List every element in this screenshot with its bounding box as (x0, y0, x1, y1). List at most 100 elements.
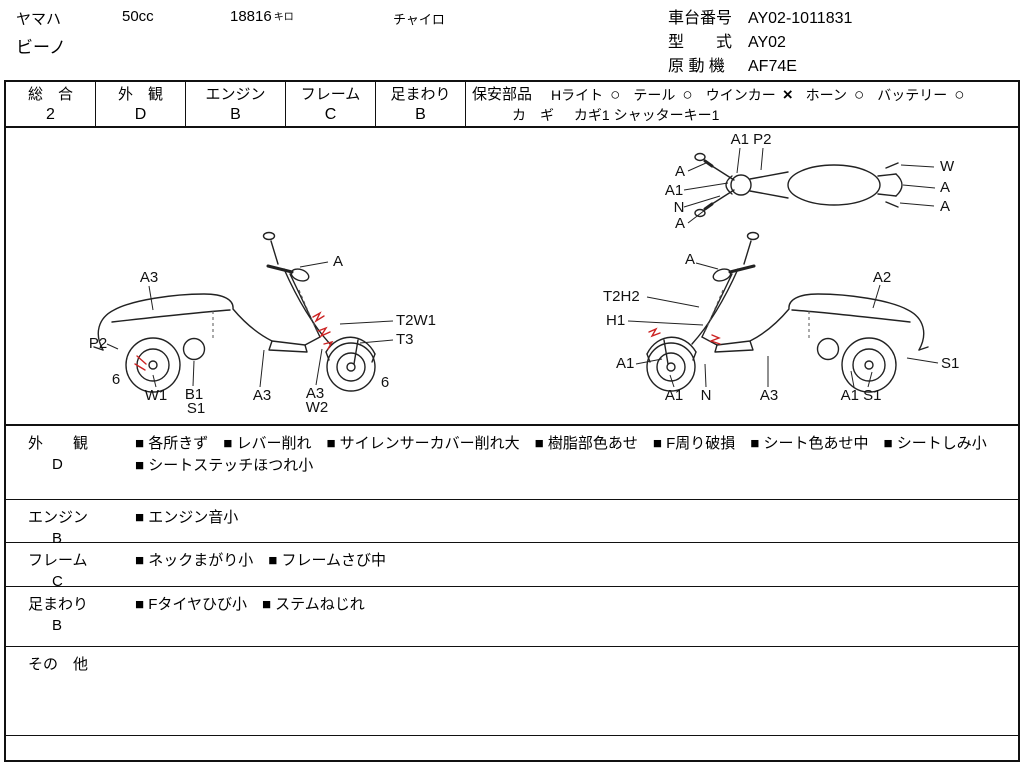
note-frame-label: フレーム (28, 552, 88, 569)
note-label-col: 足まわり B (6, 587, 131, 646)
chassis-number-row: 車台番号 AY02-1011831 (668, 7, 852, 31)
grade-undercarriage: 足まわり B (376, 82, 466, 126)
diagram-label: A3 (140, 269, 158, 286)
diagram-label: W1 (145, 387, 168, 404)
diagram-label: A (333, 253, 343, 270)
grade-undercarriage-label: 足まわり (390, 86, 451, 103)
diagram-label: A3 (306, 385, 324, 402)
safety-taillight: テール ○ (633, 85, 692, 105)
safety-parts-section: 保安部品 Hライト○ テール○ ウインカー× ホーン○ バッテリー○ カ ギ カ… (466, 82, 1018, 126)
safety-parts-row: 保安部品 Hライト○ テール○ ウインカー× ホーン○ バッテリー○ (472, 85, 1018, 105)
model-name: ビーノ (16, 38, 66, 57)
safety-battery: バッテリー○ (877, 85, 964, 105)
safety-horn: ホーン○ (806, 85, 865, 105)
note-row-other: その 他 (6, 646, 1018, 735)
diagram-label: A (940, 179, 950, 196)
safety-winker-label: ウインカー (705, 87, 776, 103)
note-row-exterior: 外 観 D ■ 各所きず ■ レバー削れ ■ サイレンサーカバー削れ大 ■ 樹脂… (6, 424, 1018, 499)
grade-undercarriage-value: B (415, 106, 426, 123)
note-exterior-text: ■ 各所きず ■ レバー削れ ■ サイレンサーカバー削れ大 ■ 樹脂部色あせ ■… (135, 435, 1002, 474)
diagram-label: T3 (396, 331, 414, 348)
grade-exterior: 外 観 D (96, 82, 186, 126)
diagram-label: T2H2 (603, 288, 640, 305)
diagram-label: A1 S1 (841, 387, 882, 404)
key-row: カ ギ カギ1 シャッターキー1 (472, 105, 1018, 125)
safety-horn-label: ホーン (805, 87, 847, 103)
body-color: チャイロ (393, 12, 445, 27)
diagram-label: T2W1 (396, 312, 436, 329)
diagram-label: A2 (873, 269, 891, 286)
mileage-unit: キロ (273, 12, 294, 23)
diagram-label: 6 (381, 374, 389, 391)
diagram-label: A3 (760, 387, 778, 404)
safety-taillight-mark: ○ (682, 85, 693, 104)
model-code-value: AY02 (748, 34, 786, 51)
note-exterior-label: 外 観 (28, 435, 89, 452)
diagram-label: W2 (306, 399, 329, 416)
grade-frame-value: C (324, 106, 337, 123)
displacement: 50cc (122, 8, 154, 25)
safety-winker: ウインカー × (706, 85, 793, 105)
damage-marks (134, 311, 721, 371)
safety-battery-mark: ○ (954, 85, 965, 104)
condition-diagram-area: A3 A P2 T2W1 T3 6 W1 B1 S1 A3 A3 W2 6 A … (6, 128, 1018, 424)
diagram-label: P2 (89, 335, 107, 352)
chassis-label: 車台番号 (668, 10, 733, 27)
diagram-label: A1 P2 (731, 131, 772, 148)
safety-parts-title: 保安部品 (472, 86, 533, 103)
diagram-label: A3 (253, 387, 271, 404)
diagram-label: A (675, 163, 685, 180)
note-row-frame: フレーム C ■ ネックまがり小 ■ フレームさび中 (6, 542, 1018, 590)
diagram-label: A1 (665, 182, 683, 199)
grade-overall: 総 合 2 (6, 82, 96, 126)
diagram-label: A (675, 215, 685, 232)
safety-headlight-label: Hライト (551, 87, 604, 103)
leader-lines (106, 147, 939, 388)
top-view-labels: A1 P2 A A1 N A W A A (665, 131, 955, 232)
scooter-top-view (694, 152, 903, 218)
note-row-engine: エンジン B ■ エンジン音小 (6, 499, 1018, 547)
grade-engine-label: エンジン (205, 86, 266, 103)
note-frame-text: ■ ネックまがり小 ■ フレームさび中 (135, 552, 387, 569)
grade-engine: エンジン B (186, 82, 286, 126)
engine-code-value: AF74E (748, 58, 797, 75)
safety-headlight-mark: ○ (610, 85, 621, 104)
key-label: カ ギ (512, 107, 554, 123)
safety-taillight-label: テール (633, 87, 676, 103)
chassis-value: AY02-1011831 (748, 10, 853, 27)
note-undercarriage-label: 足まわり (28, 596, 89, 613)
model-code-row: 型 式 AY02 (668, 31, 852, 55)
note-row-undercarriage: 足まわり B ■ Fタイヤひび小 ■ ステムねじれ (6, 586, 1018, 646)
note-other-label: その 他 (28, 656, 89, 673)
diagram-label: A1 (665, 387, 683, 404)
note-label-col: その 他 (6, 647, 131, 735)
engine-code-label: 原 動 機 (668, 58, 725, 75)
mileage-value: 18816 (230, 8, 272, 25)
safety-headlight: Hライト ○ (551, 85, 620, 105)
engine-code-row: 原 動 機 AF74E (668, 55, 852, 79)
note-engine-text: ■ エンジン音小 (135, 509, 239, 526)
grade-exterior-value: D (134, 106, 147, 123)
model-code-label: 型 式 (668, 34, 733, 51)
diagram-label: N (674, 199, 685, 216)
grade-engine-value: B (230, 106, 241, 123)
note-frame-grade: C (52, 573, 63, 590)
diagram-label: A (685, 251, 695, 268)
grade-overall-value: 2 (46, 106, 55, 123)
grade-bar: 総 合 2 外 観 D エンジン B フレーム C 足まわり B 保安部品 Hラ… (6, 82, 1018, 128)
diagram-label: A (940, 198, 950, 215)
inspection-notes: 外 観 D ■ 各所きず ■ レバー削れ ■ サイレンサーカバー削れ大 ■ 樹脂… (6, 424, 1018, 760)
safety-winker-mark: × (782, 85, 793, 104)
diagram-label: A1 (616, 355, 634, 372)
grade-frame-label: フレーム (300, 86, 361, 103)
diagram-label: 6 (112, 371, 120, 388)
id-block: 車台番号 AY02-1011831 型 式 AY02 原 動 機 AF74E (668, 7, 852, 79)
auction-sheet-body: 総 合 2 外 観 D エンジン B フレーム C 足まわり B 保安部品 Hラ… (4, 80, 1020, 762)
diagram-label: H1 (606, 312, 625, 329)
note-engine-label: エンジン (28, 509, 89, 526)
grade-exterior-label: 外 観 (117, 86, 163, 103)
diagram-label: N (701, 387, 712, 404)
note-label-col: エンジン B (6, 500, 131, 547)
